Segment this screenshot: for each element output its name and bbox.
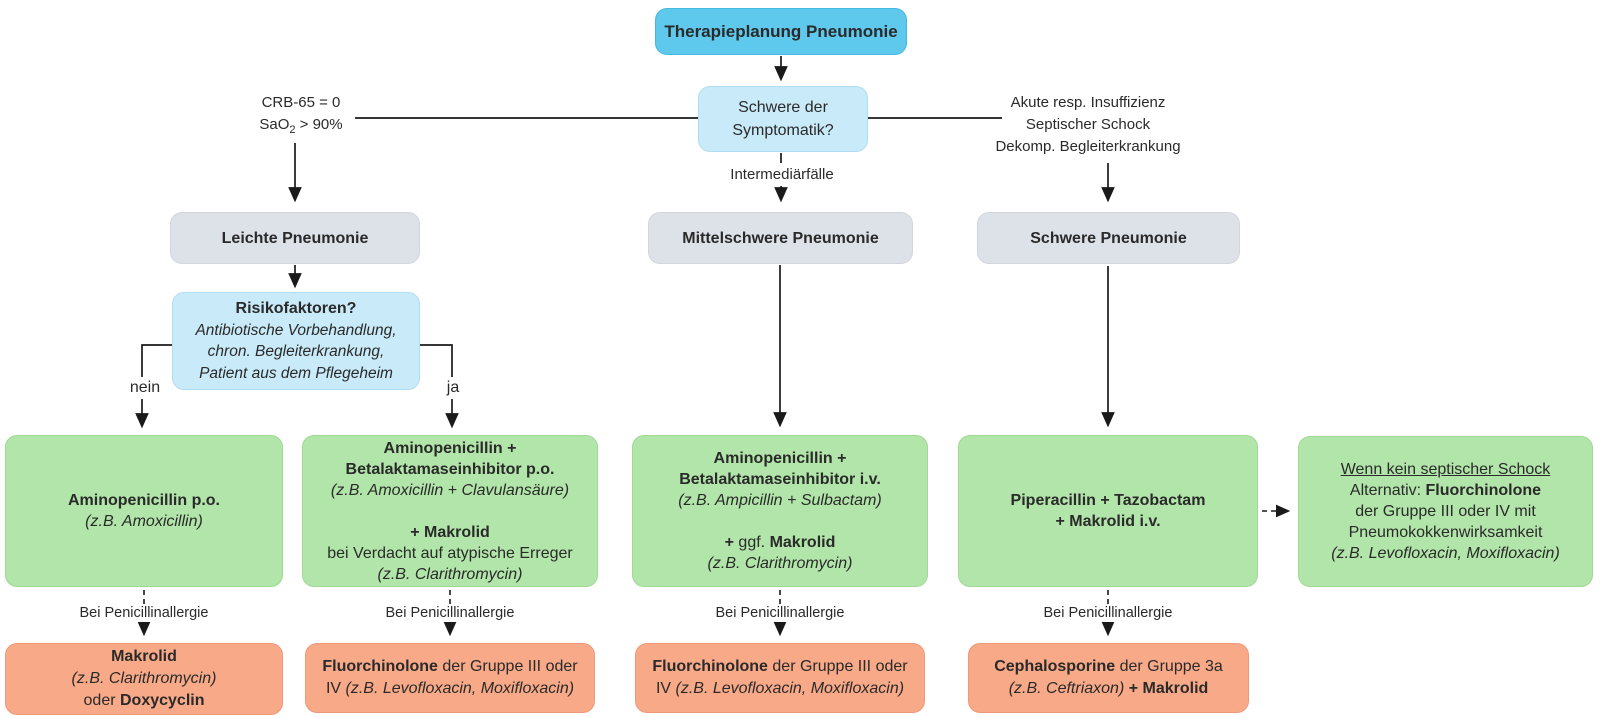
allergy4-line2: (z.B. Ceftriaxon) + Makrolid <box>1008 680 1209 697</box>
therapy2-drug2: Betalaktamaseinhibitor p.o. <box>345 460 555 478</box>
risk-title: Risikofaktoren? <box>235 300 357 317</box>
therapy3-drug2: Betalaktamaseinhibitor i.v. <box>679 471 881 488</box>
severe-condition-line1: Akute resp. Insuffizienz <box>1010 94 1166 111</box>
node-therapy-moderate: Aminopenicillin + Betalaktamaseinhibitor… <box>632 435 928 587</box>
mild-condition-line2: SaO2 > 90% <box>259 116 343 136</box>
allergy4-line1: Cephalosporine der Gruppe 3a <box>994 658 1223 675</box>
therapy5-condition: Wenn kein septischer Schock <box>1340 461 1551 478</box>
node-therapy-severe-alternative: Wenn kein septischer Schock Alternativ: … <box>1298 436 1593 587</box>
severity-line2: Symptomatik? <box>732 122 834 139</box>
node-stage-moderate: Mittelschwere Pneumonie <box>648 212 913 264</box>
therapy3-group2: + ggf. Makrolid (z.B. Clarithromycin) <box>708 532 853 574</box>
node-allergy-mild-no-risk: Makrolid (z.B. Clarithromycin) oder Doxy… <box>5 643 283 715</box>
edge-label-yes: ja <box>438 377 468 399</box>
risk-line2: chron. Begleiterkrankung, <box>207 343 385 360</box>
arrow-risk-yes <box>420 344 459 429</box>
therapy2-add: + Makrolid <box>410 523 490 541</box>
node-allergy-severe: Cephalosporine der Gruppe 3a (z.B. Ceftr… <box>968 643 1249 713</box>
therapy3-example1: (z.B. Ampicillin + Sulbactam) <box>678 492 882 509</box>
severe-condition-line3: Dekomp. Begleiterkrankung <box>995 138 1181 155</box>
node-therapy-severe: Piperacillin + Tazobactam + Makrolid i.v… <box>958 435 1258 587</box>
allergy1-example: (z.B. Clarithromycin) <box>71 670 217 687</box>
risk-line3: Patient aus dem Pflegeheim <box>199 364 393 382</box>
therapy4-drug2: + Makrolid i.v. <box>1055 513 1161 530</box>
label-intermediate: Intermediärfälle <box>702 164 862 186</box>
allergy-label-col4: Bei Penicillinallergie <box>1038 604 1178 622</box>
therapy5-line3: der Gruppe III oder IV mit <box>1355 503 1536 520</box>
risk-line1: Antibiotische Vorbehandlung, <box>195 321 397 339</box>
node-allergy-mild-risk: Fluorchinolone der Gruppe III oder IV (z… <box>305 643 595 713</box>
node-risk-question: Risikofaktoren? Antibiotische Vorbehandl… <box>172 292 420 390</box>
sao2-subscript: 2 <box>289 124 296 136</box>
stage-mild-text: Leichte Pneumonie <box>221 229 369 247</box>
node-therapy-mild-no-risk: Aminopenicillin p.o. (z.B. Amoxicillin) <box>5 435 283 587</box>
therapy2-drug1: Aminopenicillin + <box>383 439 517 457</box>
allergy2-line1: Fluorchinolone der Gruppe III oder <box>322 658 578 675</box>
therapy4-drug1: Piperacillin + Tazobactam <box>1010 492 1206 509</box>
allergy-label-col1: Bei Penicillinallergie <box>74 604 214 622</box>
therapy5-example: (z.B. Levofloxacin, Moxifloxacin) <box>1331 545 1560 562</box>
label-mild-condition: CRB-65 = 0 SaO2 > 90% <box>236 92 366 141</box>
allergy3-line1: Fluorchinolone der Gruppe III oder <box>652 658 908 675</box>
therapy5-line4: Pneumokokkenwirksamkeit <box>1348 524 1543 541</box>
therapy2-example1: (z.B. Amoxicillin + Clavulansäure) <box>330 481 570 499</box>
therapy2-group2: + Makrolid bei Verdacht auf atypische Er… <box>327 522 572 585</box>
therapy1-drug: Aminopenicillin p.o. <box>68 492 220 509</box>
allergy1-drug: Makrolid <box>111 648 177 665</box>
node-severity-question: Schwere der Symptomatik? <box>698 86 868 152</box>
node-title: Therapieplanung Pneumonie <box>655 8 907 55</box>
allergy-label-col3: Bei Penicillinallergie <box>710 604 850 622</box>
allergy3-line2: IV (z.B. Levofloxacin, Moxifloxacin) <box>655 680 905 697</box>
node-therapy-mild-risk: Aminopenicillin + Betalaktamaseinhibitor… <box>302 435 598 587</box>
stage-severe-text: Schwere Pneumonie <box>1030 229 1187 247</box>
allergy2-line2: IV (z.B. Levofloxacin, Moxifloxacin) <box>325 680 575 697</box>
allergy-label-col2: Bei Penicillinallergie <box>380 604 520 622</box>
arrow-risk-no <box>135 344 172 429</box>
therapy2-group1: Aminopenicillin + Betalaktamaseinhibitor… <box>331 438 569 501</box>
stage-moderate-text: Mittelschwere Pneumonie <box>682 229 879 247</box>
therapy5-alt: Alternativ: Fluorchinolone <box>1349 482 1542 499</box>
therapy2-add-note: bei Verdacht auf atypische Erreger <box>327 544 573 562</box>
therapy2-example2: (z.B. Clarithromycin) <box>377 565 523 583</box>
severity-line1: Schwere der <box>738 99 828 116</box>
severe-condition-line2: Septischer Schock <box>1025 116 1151 133</box>
node-stage-severe: Schwere Pneumonie <box>977 212 1240 264</box>
therapy3-drug1: Aminopenicillin + <box>713 450 847 467</box>
label-severe-condition: Akute resp. Insuffizienz Septischer Scho… <box>990 92 1186 158</box>
therapy3-add: + ggf. Makrolid <box>724 534 836 551</box>
node-stage-mild: Leichte Pneumonie <box>170 212 420 264</box>
node-allergy-moderate: Fluorchinolone der Gruppe III oder IV (z… <box>635 643 925 713</box>
therapy3-example2: (z.B. Clarithromycin) <box>707 555 853 572</box>
allergy1-or-line: oder Doxycyclin <box>83 692 205 709</box>
mild-condition-line1: CRB-65 = 0 <box>261 94 341 111</box>
title-text: Therapieplanung Pneumonie <box>664 22 898 41</box>
therapy3-group1: Aminopenicillin + Betalaktamaseinhibitor… <box>678 448 881 511</box>
therapy1-example: (z.B. Amoxicillin) <box>85 513 203 530</box>
edge-label-no: nein <box>122 377 168 399</box>
